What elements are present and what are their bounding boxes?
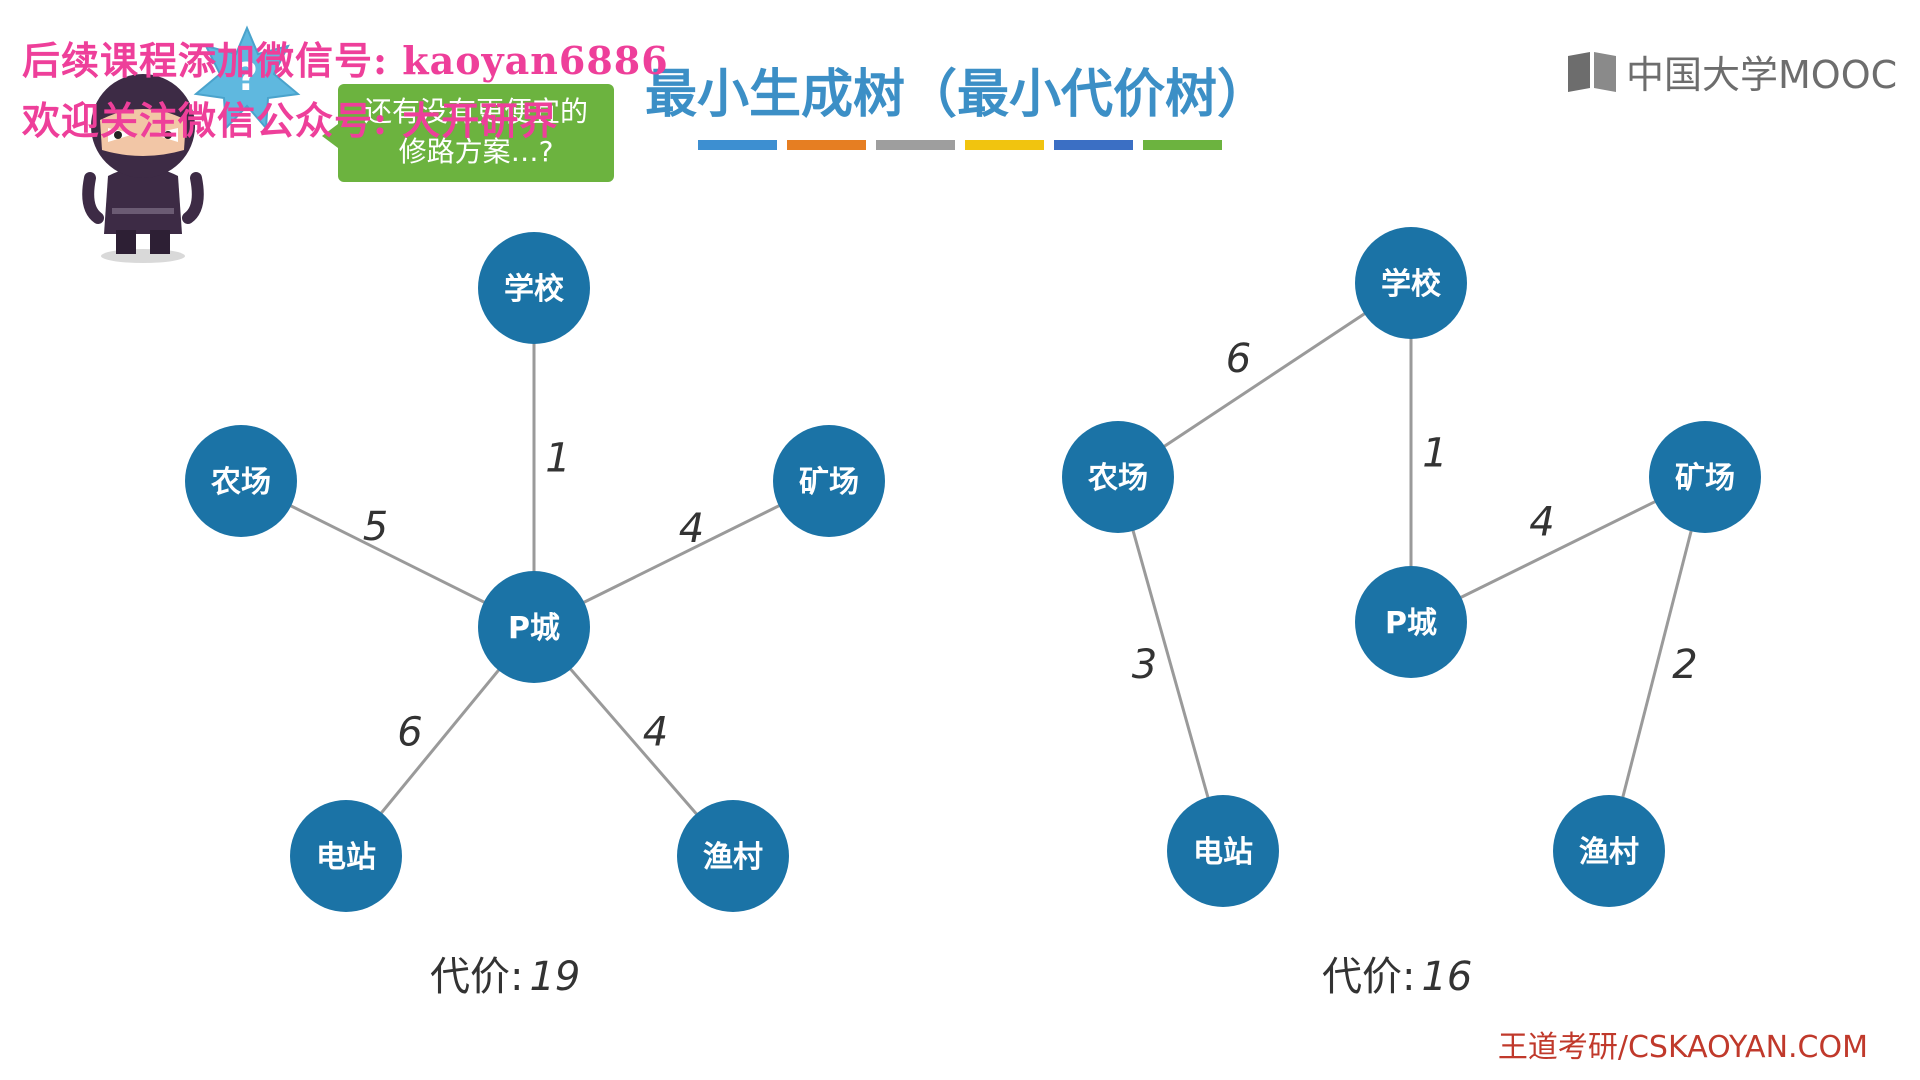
- edge-school-farm: [1117, 281, 1412, 479]
- mooc-logo: 中国大学MOOC: [1566, 44, 1897, 99]
- edge-weight-label: 4: [643, 710, 668, 756]
- edge-weight-label: 4: [1529, 500, 1554, 546]
- node-label-school: 学校: [1381, 267, 1441, 302]
- speech-bubble-line-2: 修路方案…?: [398, 135, 554, 168]
- node-farm: [185, 425, 297, 537]
- speech-bubble-line-1: 还有没有更便宜的: [363, 95, 588, 128]
- node-label-pcity: P城: [508, 611, 560, 646]
- cost-right: 代价:16: [1322, 944, 1472, 1002]
- node-school: [478, 232, 590, 344]
- edge-mine-fish: [1607, 476, 1707, 852]
- color-bar: [1054, 140, 1133, 150]
- cost-value: 19: [529, 954, 581, 1000]
- badge-text: ?: [236, 55, 258, 99]
- edge-weight-label: 4: [679, 506, 704, 552]
- watermark-line-2: 欢迎关注微信公众号: 大开研界: [22, 98, 559, 143]
- node-label-fish: 渔村: [703, 840, 763, 875]
- node-farm: [1062, 421, 1174, 533]
- speech-bubble: 还有没有更便宜的 修路方案…?: [322, 84, 614, 182]
- node-label-mine: 矿场: [1675, 461, 1735, 496]
- node-label-school: 学校: [504, 272, 564, 307]
- node-school: [1355, 227, 1467, 339]
- cost-left: 代价:19: [430, 944, 580, 1002]
- node-label-power: 电站: [316, 840, 376, 875]
- edge-weight-label: 1: [545, 436, 570, 482]
- node-power: [290, 800, 402, 912]
- footer-credit: 王道考研/CSKAOYAN.COM: [1497, 1030, 1868, 1065]
- title-color-bars: [698, 140, 1222, 150]
- logo-text: 中国大学MOOC: [1626, 53, 1898, 97]
- edge-weight-label: 5: [363, 504, 388, 550]
- node-power: [1167, 795, 1279, 907]
- edge-weight-label: 1: [1422, 431, 1447, 477]
- node-label-farm: 农场: [1087, 461, 1148, 496]
- color-bar: [965, 140, 1044, 150]
- edge-weight-label: 3: [1132, 642, 1157, 688]
- watermark-line-1: 后续课程添加微信号: kaoyan6886: [22, 38, 669, 83]
- color-bar: [787, 140, 866, 150]
- edge-weight-label: 6: [397, 710, 422, 756]
- node-label-fish: 渔村: [1579, 835, 1639, 870]
- ninja-mascot-icon: [82, 74, 204, 263]
- edge-farm-power: [1116, 476, 1225, 852]
- node-pcity: [478, 571, 590, 683]
- question-badge-icon: ?: [193, 25, 301, 131]
- slide-title: 最小生成树（最小代价树）: [645, 65, 1270, 125]
- node-label-pcity: P城: [1385, 606, 1437, 641]
- node-pcity: [1355, 566, 1467, 678]
- edge-weight-label: 6: [1226, 336, 1251, 382]
- color-bar: [1143, 140, 1222, 150]
- cost-label-text: 代价:: [430, 954, 524, 1000]
- node-label-farm: 农场: [210, 465, 271, 500]
- cost-value: 16: [1421, 954, 1473, 1000]
- node-label-mine: 矿场: [799, 465, 859, 500]
- node-label-power: 电站: [1193, 835, 1253, 870]
- book-icon: [1568, 51, 1616, 92]
- color-bar: [698, 140, 777, 150]
- edge-weight-label: 2: [1672, 642, 1697, 688]
- node-mine: [773, 425, 885, 537]
- node-fish: [1553, 795, 1665, 907]
- cost-label-text: 代价:: [1322, 954, 1416, 1000]
- color-bar: [876, 140, 955, 150]
- node-fish: [677, 800, 789, 912]
- node-mine: [1649, 421, 1761, 533]
